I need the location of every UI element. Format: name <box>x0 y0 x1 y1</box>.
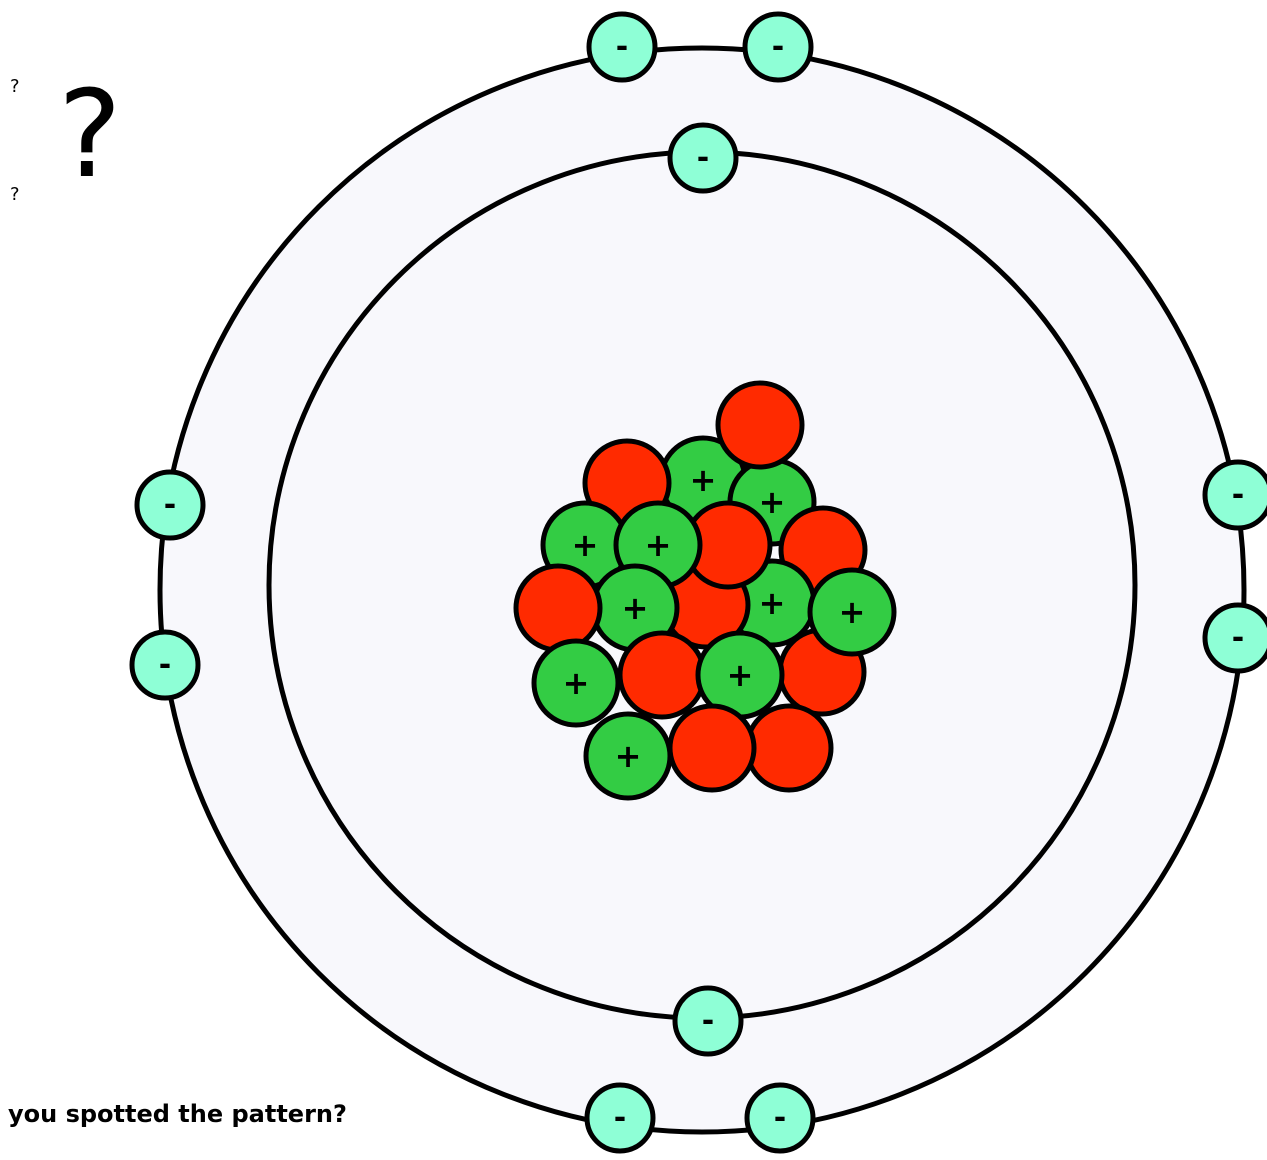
neutron-6 <box>513 563 603 653</box>
outer-electron-1: - <box>586 11 658 83</box>
nucleus: ++++++++++ <box>513 380 897 801</box>
neutron-10 <box>667 703 757 793</box>
outer-electron-1-symbol: - <box>616 30 628 65</box>
inner-electron-2: - <box>672 985 744 1057</box>
neutron-9 <box>744 703 834 793</box>
outer-electron-6-symbol: - <box>1232 621 1244 656</box>
proton-6-symbol: + <box>622 589 649 627</box>
proton-4-symbol: + <box>759 584 786 622</box>
caption: you spotted the pattern? <box>8 1100 347 1128</box>
proton-2-symbol: + <box>759 483 786 521</box>
proton-10-symbol: + <box>839 593 866 631</box>
inner-electron-1: - <box>667 122 739 194</box>
proton-1-symbol: + <box>690 461 717 499</box>
neutron-2 <box>715 380 805 470</box>
outer-electron-2-symbol: - <box>772 30 784 65</box>
small-question-mark-bottom: ? <box>10 184 20 205</box>
outer-electron-7: - <box>584 1082 656 1154</box>
small-question-mark-top: ? <box>10 76 20 97</box>
proton-9-symbol: + <box>615 737 642 775</box>
proton-8: + <box>695 630 785 720</box>
outer-electron-8: - <box>744 1082 816 1154</box>
electrons: - - - - - - - - - - <box>129 11 1267 1154</box>
proton-7: + <box>531 638 621 728</box>
proton-8-symbol: + <box>727 656 754 694</box>
outer-electron-4: - <box>129 629 201 701</box>
outer-electron-2: - <box>742 11 814 83</box>
outer-electron-5-symbol: - <box>1232 478 1244 513</box>
proton-10: + <box>807 567 897 657</box>
outer-electron-8-symbol: - <box>774 1101 786 1136</box>
proton-7-symbol: + <box>563 664 590 702</box>
inner-electron-2-symbol: - <box>702 1004 714 1039</box>
outer-electron-4-symbol: - <box>159 648 171 683</box>
large-question-mark: ? <box>58 66 122 205</box>
outer-electron-7-symbol: - <box>614 1101 626 1136</box>
proton-5-symbol: + <box>645 526 672 564</box>
outer-electron-5: - <box>1202 459 1267 531</box>
neutron-8 <box>617 630 707 720</box>
outer-electron-6: - <box>1202 602 1267 674</box>
outer-electron-3-symbol: - <box>164 488 176 523</box>
outer-electron-3: - <box>134 469 206 541</box>
proton-9: + <box>583 711 673 801</box>
inner-electron-1-symbol: - <box>697 141 709 176</box>
proton-3-symbol: + <box>572 526 599 564</box>
